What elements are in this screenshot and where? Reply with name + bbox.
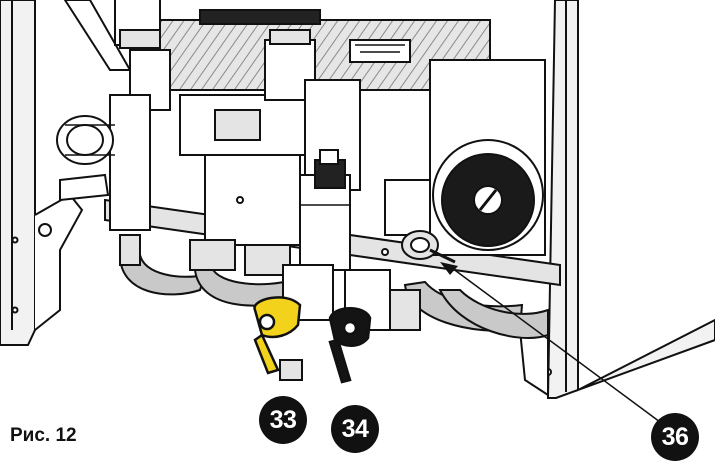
drain-fitting — [401, 230, 456, 264]
circulation-pump — [384, 59, 546, 256]
black-tap-handle — [328, 307, 372, 384]
callout-34: 34 — [331, 405, 379, 453]
right-casing-panel — [518, 0, 715, 399]
left-casing-panel — [0, 0, 84, 346]
leader-line-36 — [451, 267, 661, 423]
figure-caption: Рис. 12 — [10, 425, 77, 446]
left-pipe-work — [56, 0, 171, 266]
safety-valve — [299, 149, 351, 271]
yellow-tap-handle — [253, 296, 302, 375]
callout-33: 33 — [259, 396, 307, 444]
callout-36: 36 — [651, 413, 699, 461]
leader-arrowhead-36 — [440, 262, 458, 275]
